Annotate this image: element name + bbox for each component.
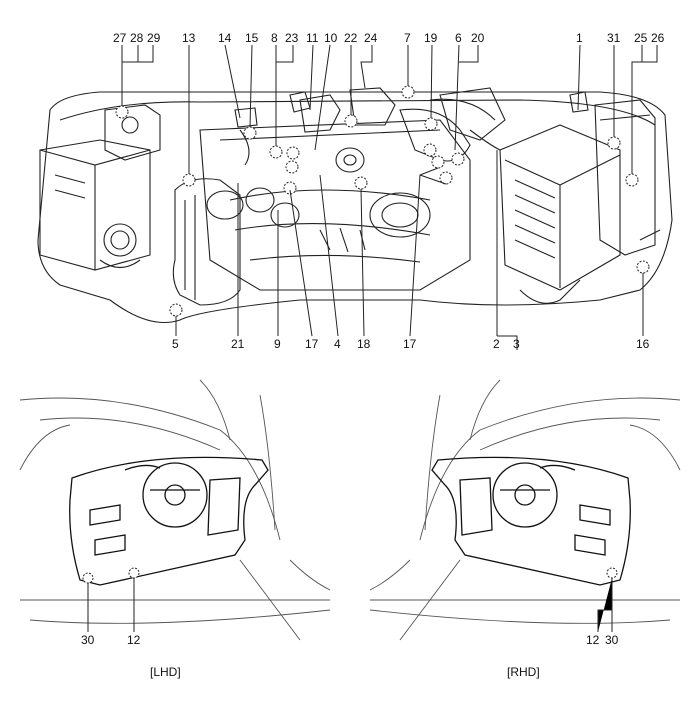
callout-number: 15 [245,31,259,45]
callout-number: 13 [182,31,196,45]
callout-number: 24 [364,31,378,45]
callout-number: 6 [455,31,462,45]
callout-number: 26 [651,31,665,45]
callout-number: 27 [113,31,127,45]
callout-number: 22 [344,31,358,45]
rhd-callout-number: 30 [605,633,619,647]
callout-number: 7 [404,31,411,45]
lhd-dashboard [69,456,269,586]
callout-number: 1 [576,31,583,45]
callout-number: 3 [513,337,520,351]
rhd-leaders [597,578,613,632]
callout-number: 16 [636,337,650,351]
lhd-callout-number: 30 [81,633,95,647]
engine-bay-illustration [37,87,673,324]
callout-number: 29 [147,31,161,45]
lhd-interior-illustration [19,379,331,641]
location-markers-engine [115,85,650,317]
callout-number: 14 [218,31,232,45]
callout-number: 28 [130,31,144,45]
callout-number: 11 [306,31,319,45]
rhd-dashboard [431,456,631,586]
rhd-callout-number: 12 [586,633,600,647]
callout-number: 20 [471,31,485,45]
rhd-markers [606,567,618,579]
rhd-interior-illustration [369,379,681,641]
callout-number: 21 [231,337,245,351]
callout-number: 31 [607,31,621,45]
callout-number: 23 [285,31,299,45]
callout-number: 17 [403,337,417,351]
callout-number: 2 [493,337,500,351]
lhd-callout-number: 12 [127,633,141,647]
lhd-markers [82,567,140,584]
callout-number: 17 [305,337,319,351]
lhd-caption: [LHD] [150,665,181,679]
callout-number: 8 [271,31,278,45]
callout-number: 9 [274,337,281,351]
callout-number: 10 [324,31,338,45]
rhd-caption: [RHD] [507,665,540,679]
callout-number: 19 [424,31,438,45]
leader-lines-engine [121,44,658,350]
callout-number: 5 [172,337,179,351]
callout-number: 25 [634,31,648,45]
callout-number: 4 [334,337,341,351]
callout-number: 18 [357,337,371,351]
lhd-leaders [87,578,135,632]
